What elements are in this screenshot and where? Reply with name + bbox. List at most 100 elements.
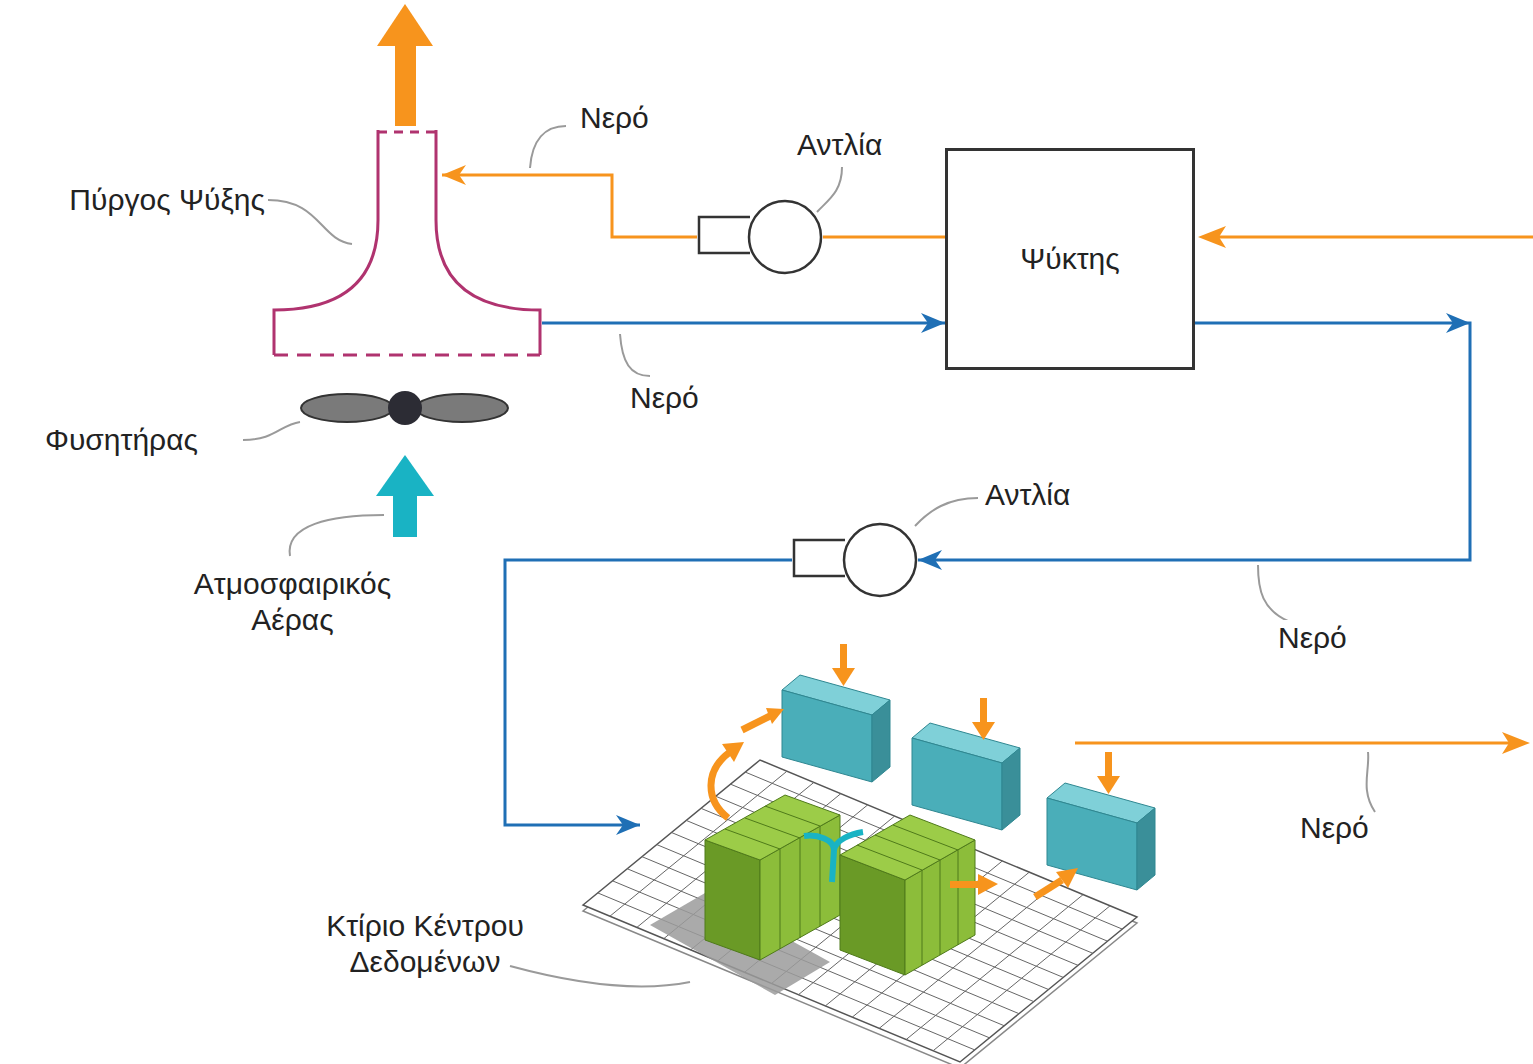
server-racks-part <box>745 818 800 838</box>
air-flow-arrows <box>711 644 1120 897</box>
air-arrow <box>376 455 434 537</box>
leader-lines-part <box>1367 752 1375 812</box>
pump-outline-part <box>844 524 916 596</box>
leader-lines-part <box>268 200 352 244</box>
server-racks-part <box>857 845 922 870</box>
leader-lines-part <box>915 498 978 526</box>
pipe-line <box>823 236 945 239</box>
cold-air-arrow-part <box>834 832 863 850</box>
server-racks-part <box>800 838 801 938</box>
cold-air-arrow-part <box>804 836 834 882</box>
server-racks-part <box>875 835 940 860</box>
server-racks-part <box>840 815 975 880</box>
air-flow-arrows-part <box>972 722 995 740</box>
chiller-box: Ψύκτης <box>945 148 1195 370</box>
leader-lines-part <box>1258 565 1290 622</box>
air-flow-arrows-part <box>950 881 980 888</box>
return-water-line-part <box>1198 226 1226 248</box>
cold-air-arrow <box>804 832 863 882</box>
water-pipe <box>823 237 945 238</box>
air-flow-arrows-part <box>1035 880 1062 897</box>
leader-lines-part <box>817 167 842 212</box>
air-flow-arrows-part <box>840 644 847 670</box>
exhaust-arrow-part <box>395 40 416 126</box>
arrowhead <box>616 815 640 835</box>
air-label: Ατμοσφαιρικός Αέρας <box>160 566 425 638</box>
leader-lines-part <box>243 422 300 440</box>
server-racks-part <box>820 826 821 926</box>
server-racks-part <box>922 870 923 965</box>
fan-part <box>388 391 422 425</box>
pump-outline-part <box>794 540 845 576</box>
pump-outline <box>697 199 823 275</box>
pump-outline <box>792 522 918 598</box>
air-arrow-part <box>393 492 417 537</box>
water-pipe <box>442 165 697 237</box>
air-flow-arrows-part <box>978 874 998 895</box>
return-water-line <box>1198 226 1533 248</box>
cooling-units-part <box>1137 808 1155 890</box>
outflow-water-line-part <box>1075 742 1512 745</box>
server-racks-part <box>893 825 958 850</box>
tower-outline-part <box>436 130 540 355</box>
air-arrow-part <box>376 455 434 496</box>
tower-outline-part <box>274 354 540 357</box>
water-pipe <box>542 313 945 333</box>
data-center-label: Κτίριο Κέντρου Δεδομένων <box>325 908 525 980</box>
cooling-units-part <box>1047 798 1137 890</box>
tower-outline-part <box>274 130 378 355</box>
air-flow-arrows-part <box>1056 868 1078 888</box>
air-flow-arrows-part <box>722 742 744 762</box>
leader-lines-part <box>510 966 690 987</box>
arrowhead <box>918 550 942 570</box>
return-water-line-part <box>1218 236 1533 239</box>
fan-part <box>301 394 393 422</box>
water-label: Νερό <box>1300 810 1369 846</box>
server-racks-part <box>958 850 959 945</box>
cooling-units <box>782 675 1155 890</box>
cooling-units-part <box>872 700 890 782</box>
air-flow-arrows-part <box>711 752 730 818</box>
server-racks <box>705 795 975 975</box>
pump-outline-part <box>699 217 750 253</box>
tower-outline <box>272 130 542 358</box>
server-racks-part <box>940 860 941 955</box>
exhaust-arrow-part <box>377 4 433 46</box>
arrowhead <box>442 165 466 185</box>
air-flow-arrows-part <box>1105 752 1112 778</box>
leader-lines-part <box>530 126 566 168</box>
pipe-line <box>542 322 945 325</box>
outflow-water-line-part <box>1502 732 1530 754</box>
server-racks-part <box>725 829 780 849</box>
fan-label: Φυσητήρας <box>45 422 198 458</box>
cooling-tower-label: Πύργος Ψύξης <box>15 182 265 218</box>
chiller-box-label: Ψύκτης <box>1020 242 1119 276</box>
server-racks-part <box>705 840 760 960</box>
leader-lines-part <box>620 334 650 376</box>
floor-grid <box>598 771 1123 1051</box>
data-center: Κτίριο Κέντρου Δεδομένων <box>640 640 1160 1060</box>
arrowhead <box>1446 313 1470 333</box>
fan-part <box>416 394 508 422</box>
air-flow-arrows-part <box>1097 776 1120 794</box>
pipe-line <box>505 560 792 825</box>
air-flow-arrows-part <box>742 716 770 730</box>
pump-label: Αντλία <box>985 477 1070 513</box>
exhaust-arrow <box>377 4 433 126</box>
fan <box>301 391 508 425</box>
pump-label: Αντλία <box>797 127 882 163</box>
cooling-units-part <box>912 738 1002 830</box>
pipe-line <box>442 175 697 237</box>
data-center-floor <box>583 760 1137 1064</box>
data-center-floor-part <box>583 760 1137 1062</box>
leader-lines-part <box>290 515 384 556</box>
server-racks-part <box>780 849 781 949</box>
air-flow-arrows-part <box>766 708 784 724</box>
air-flow-arrows-part <box>980 698 987 724</box>
pump-outline-part <box>749 201 821 273</box>
outflow-water-line <box>1075 732 1530 754</box>
server-racks-part <box>765 806 820 826</box>
